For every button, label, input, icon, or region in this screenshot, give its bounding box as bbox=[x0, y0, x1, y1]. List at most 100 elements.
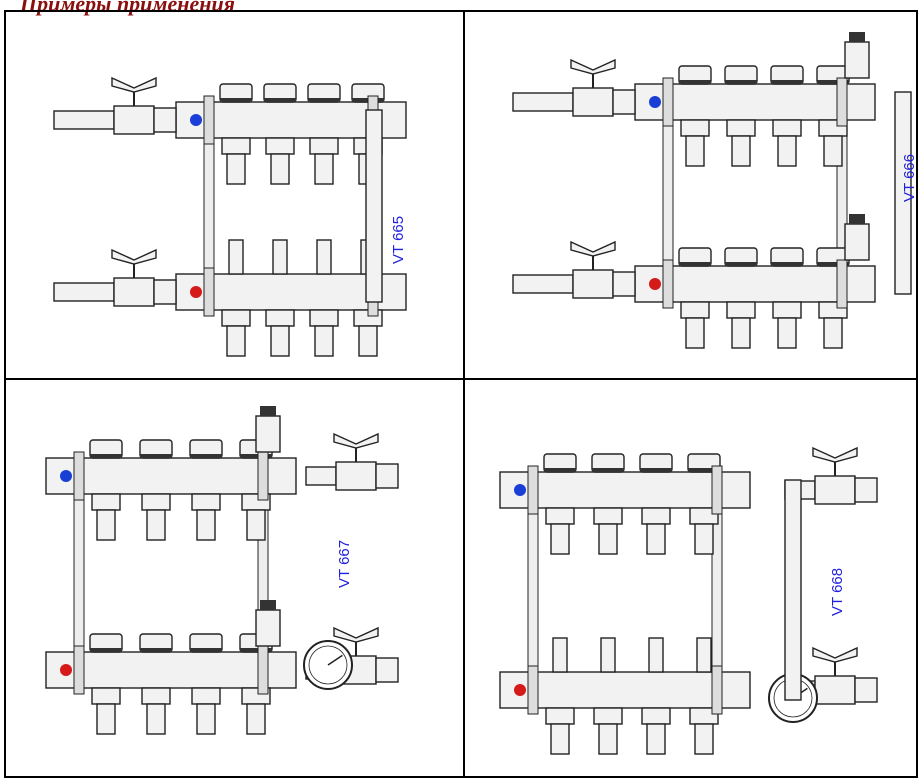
ball-valve-icon bbox=[572, 269, 614, 299]
outlet-pipe bbox=[646, 523, 666, 555]
vent-cap bbox=[260, 406, 276, 416]
outlet-nut bbox=[641, 707, 671, 725]
outlet-nut bbox=[265, 137, 295, 155]
valve-handle bbox=[812, 446, 858, 463]
flow-meter-icon bbox=[696, 637, 712, 673]
outlet-pipe bbox=[226, 153, 246, 185]
bracket bbox=[527, 465, 539, 515]
bracket bbox=[73, 645, 85, 695]
outlet-nut bbox=[726, 119, 756, 137]
air-vent-icon bbox=[844, 223, 870, 261]
manifold-drawing bbox=[45, 406, 399, 735]
air-vent-icon bbox=[844, 41, 870, 79]
outlet-nut bbox=[593, 707, 623, 725]
bypass-pipe bbox=[365, 109, 383, 303]
flow-meter-icon bbox=[648, 637, 664, 673]
cap-ring bbox=[220, 98, 252, 102]
bracket bbox=[527, 665, 539, 715]
pipe bbox=[305, 466, 337, 486]
cell-vt666: VT 666 bbox=[465, 12, 916, 378]
valve-handle bbox=[812, 646, 858, 663]
bracket bbox=[257, 645, 269, 695]
outlet-nut bbox=[593, 507, 623, 525]
outlet-pipe bbox=[646, 723, 666, 755]
outlet-nut bbox=[265, 309, 295, 327]
outlet-nut bbox=[141, 687, 171, 705]
cap-ring bbox=[771, 262, 803, 266]
flow-meter-icon bbox=[316, 239, 332, 275]
valve-handle bbox=[333, 626, 379, 643]
ball-valve-icon bbox=[572, 87, 614, 117]
outlet-nut bbox=[221, 309, 251, 327]
cap-ring bbox=[140, 454, 172, 458]
manifold-drawing bbox=[512, 32, 912, 349]
port-dot bbox=[649, 96, 661, 108]
pipe bbox=[512, 92, 574, 112]
outlet-pipe bbox=[598, 723, 618, 755]
valve-handle bbox=[570, 58, 616, 75]
outlet-pipe bbox=[777, 317, 797, 349]
outlet-nut bbox=[91, 493, 121, 511]
port-dot bbox=[190, 286, 202, 298]
bracket bbox=[203, 267, 215, 317]
outlet-nut bbox=[680, 301, 710, 319]
flow-meter-icon bbox=[552, 637, 568, 673]
outlet-pipe bbox=[314, 325, 334, 357]
valve-handle bbox=[570, 240, 616, 257]
outlet-pipe bbox=[246, 509, 266, 541]
cap-ring bbox=[190, 454, 222, 458]
manifold-drawing bbox=[53, 76, 407, 357]
bracket bbox=[73, 451, 85, 501]
port-dot bbox=[514, 684, 526, 696]
outlet-pipe bbox=[196, 509, 216, 541]
outlet-pipe bbox=[823, 317, 843, 349]
port-dot bbox=[60, 470, 72, 482]
cell-vt665: VT 665 bbox=[6, 12, 463, 378]
cap-ring bbox=[817, 80, 849, 84]
outlet-pipe bbox=[550, 723, 570, 755]
valve-nut bbox=[854, 477, 878, 503]
outlet-nut bbox=[91, 687, 121, 705]
outlet-nut bbox=[309, 137, 339, 155]
bypass-pipe bbox=[894, 91, 912, 295]
bracket bbox=[203, 95, 215, 145]
outlet-nut bbox=[191, 493, 221, 511]
outlet-nut bbox=[309, 309, 339, 327]
cap-ring bbox=[771, 80, 803, 84]
outlet-pipe bbox=[731, 317, 751, 349]
valve-nut bbox=[375, 657, 399, 683]
outlet-pipe bbox=[550, 523, 570, 555]
manifold-bar bbox=[45, 457, 297, 495]
bracket bbox=[662, 77, 674, 127]
cap-ring bbox=[240, 454, 272, 458]
valve-nut bbox=[612, 271, 636, 297]
outlet-pipe bbox=[358, 325, 378, 357]
cap-ring bbox=[90, 648, 122, 652]
outlet-nut bbox=[545, 507, 575, 525]
outlet-pipe bbox=[685, 135, 705, 167]
ball-valve-icon bbox=[335, 461, 377, 491]
gauge-needle bbox=[327, 654, 343, 666]
bracket bbox=[711, 665, 723, 715]
outlet-pipe bbox=[694, 723, 714, 755]
outlet-pipe bbox=[146, 509, 166, 541]
cap-ring bbox=[544, 468, 576, 472]
outlet-pipe bbox=[314, 153, 334, 185]
table-divider-horizontal bbox=[6, 378, 916, 380]
pipe bbox=[53, 110, 115, 130]
outlet-nut bbox=[641, 507, 671, 525]
outlet-pipe bbox=[598, 523, 618, 555]
vent-cap bbox=[260, 600, 276, 610]
vent-cap bbox=[849, 214, 865, 224]
valve-handle bbox=[111, 248, 157, 265]
outlet-nut bbox=[680, 119, 710, 137]
outlet-pipe bbox=[146, 703, 166, 735]
outlet-pipe bbox=[731, 135, 751, 167]
outlet-nut bbox=[772, 301, 802, 319]
table-divider-vertical bbox=[463, 12, 465, 776]
cap-ring bbox=[725, 80, 757, 84]
ball-valve-icon bbox=[113, 277, 155, 307]
bracket bbox=[836, 259, 848, 309]
outlet-nut bbox=[726, 301, 756, 319]
outlet-nut bbox=[545, 707, 575, 725]
